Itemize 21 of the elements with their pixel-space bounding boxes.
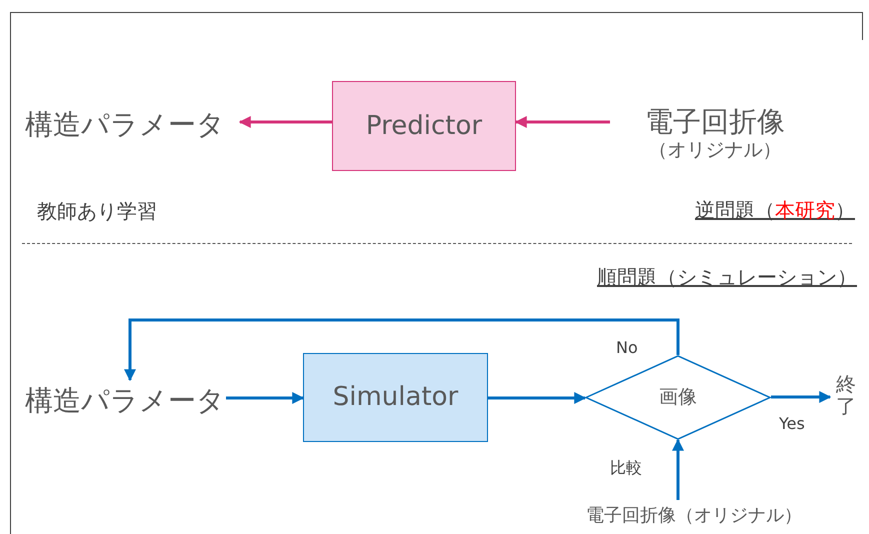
arrow bbox=[672, 438, 684, 500]
section-label: 逆問題（本研究） bbox=[695, 197, 855, 224]
arrow bbox=[226, 392, 304, 404]
end-label: 終了 bbox=[836, 373, 856, 417]
box-label: Predictor bbox=[366, 110, 482, 142]
arrow bbox=[238, 116, 332, 128]
node-label: 構造パラメータ bbox=[25, 382, 225, 418]
node-label: 構造パラメータ bbox=[25, 106, 225, 142]
arrow bbox=[124, 318, 680, 382]
node-label: 電子回折像（オリジナル） bbox=[586, 504, 802, 528]
arrow bbox=[771, 391, 832, 403]
box-label: Simulator bbox=[332, 381, 458, 414]
section-label: 教師あり学習 bbox=[37, 198, 157, 225]
arrow bbox=[514, 116, 610, 128]
arrow bbox=[488, 392, 586, 404]
section-label: 順問題（シミュレーション） bbox=[597, 264, 857, 291]
box-label: 画像 bbox=[659, 386, 697, 410]
node-label: 電子回折像 bbox=[645, 104, 785, 139]
process-box bbox=[332, 81, 516, 171]
node-label: （オリジナル） bbox=[648, 138, 782, 162]
process-box bbox=[303, 353, 488, 442]
